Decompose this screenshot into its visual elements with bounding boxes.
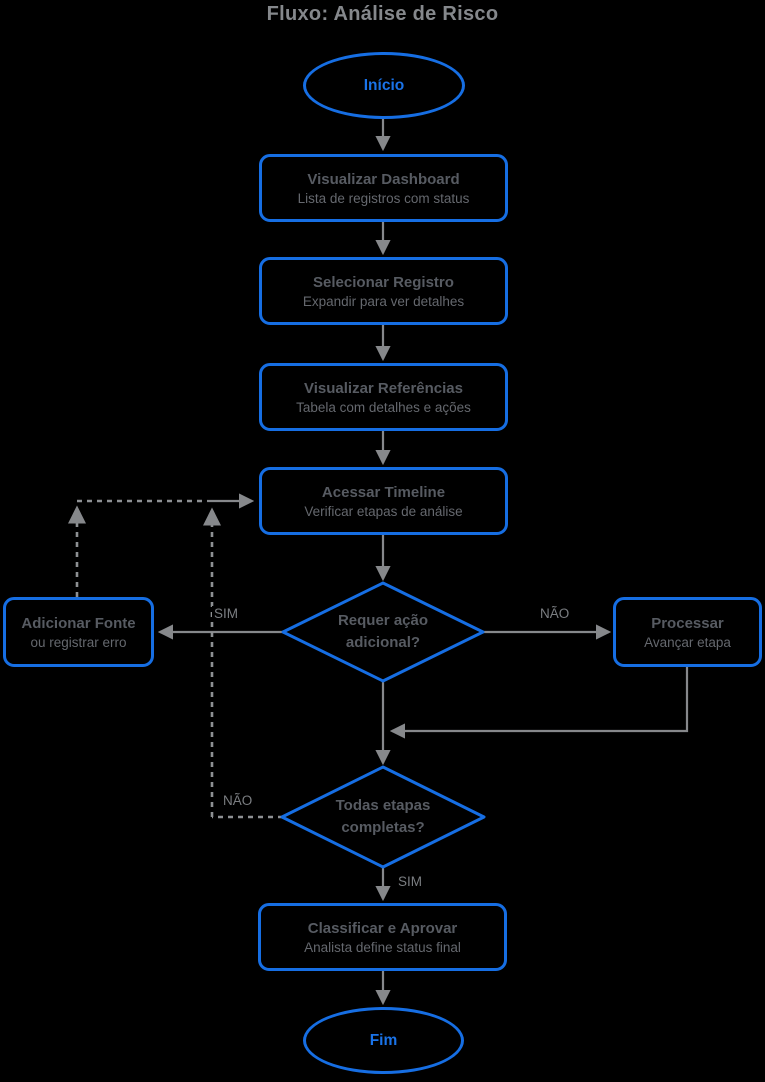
node-start-label: Início (363, 76, 405, 94)
node-title: Visualizar Dashboard (307, 170, 460, 188)
decision-complete-line1: Todas etapas (335, 797, 431, 815)
node-visualizar-referencias: Visualizar Referências Tabela com detalh… (259, 363, 508, 431)
decision-action-line1: Requer ação (337, 612, 429, 630)
diagram-title: Fluxo: Análise de Risco (266, 3, 499, 25)
edge-label-nao-loop: NÃO (221, 793, 255, 808)
node-start: Início (303, 52, 465, 119)
node-visualizar-dashboard: Visualizar Dashboard Lista de registros … (259, 154, 508, 222)
node-title: Processar (651, 614, 724, 632)
decision-action-line2: adicional? (345, 634, 421, 651)
node-subtitle: ou registrar erro (30, 634, 127, 650)
decision-action-diamond (281, 581, 485, 683)
node-subtitle: Verificar etapas de análise (304, 503, 463, 519)
node-end: Fim (303, 1007, 464, 1074)
edge-label-sim-down: SIM (396, 874, 425, 889)
node-acessar-timeline: Acessar Timeline Verificar etapas de aná… (259, 467, 508, 535)
node-title: Classificar e Aprovar (307, 919, 458, 937)
node-processar: Processar Avançar etapa (613, 597, 762, 667)
decision-complete-diamond (280, 765, 486, 869)
decision-complete-label: Todas etapas completas? (283, 788, 483, 846)
decision-action-label: Requer ação adicional? (283, 603, 483, 661)
node-title: Visualizar Referências (304, 379, 463, 397)
edge-label-nao-right: NÃO (538, 606, 572, 621)
decision-complete-line2: completas? (341, 819, 425, 836)
node-subtitle: Expandir para ver detalhes (302, 293, 465, 309)
node-selecionar-registro: Selecionar Registro Expandir para ver de… (259, 257, 508, 325)
node-subtitle: Analista define status final (304, 939, 461, 955)
node-title: Adicionar Fonte (21, 614, 136, 632)
node-subtitle: Lista de registros com status (297, 190, 470, 206)
node-subtitle: Tabela com detalhes e ações (296, 399, 471, 415)
node-title: Acessar Timeline (321, 483, 446, 501)
node-classificar-aprovar: Classificar e Aprovar Analista define st… (258, 903, 507, 971)
node-end-label: Fim (369, 1031, 398, 1049)
edge-label-sim-left: SIM (212, 606, 241, 621)
node-adicionar-fonte: Adicionar Fonte ou registrar erro (3, 597, 154, 667)
node-title: Selecionar Registro (313, 273, 454, 291)
node-subtitle: Avançar etapa (644, 634, 731, 650)
